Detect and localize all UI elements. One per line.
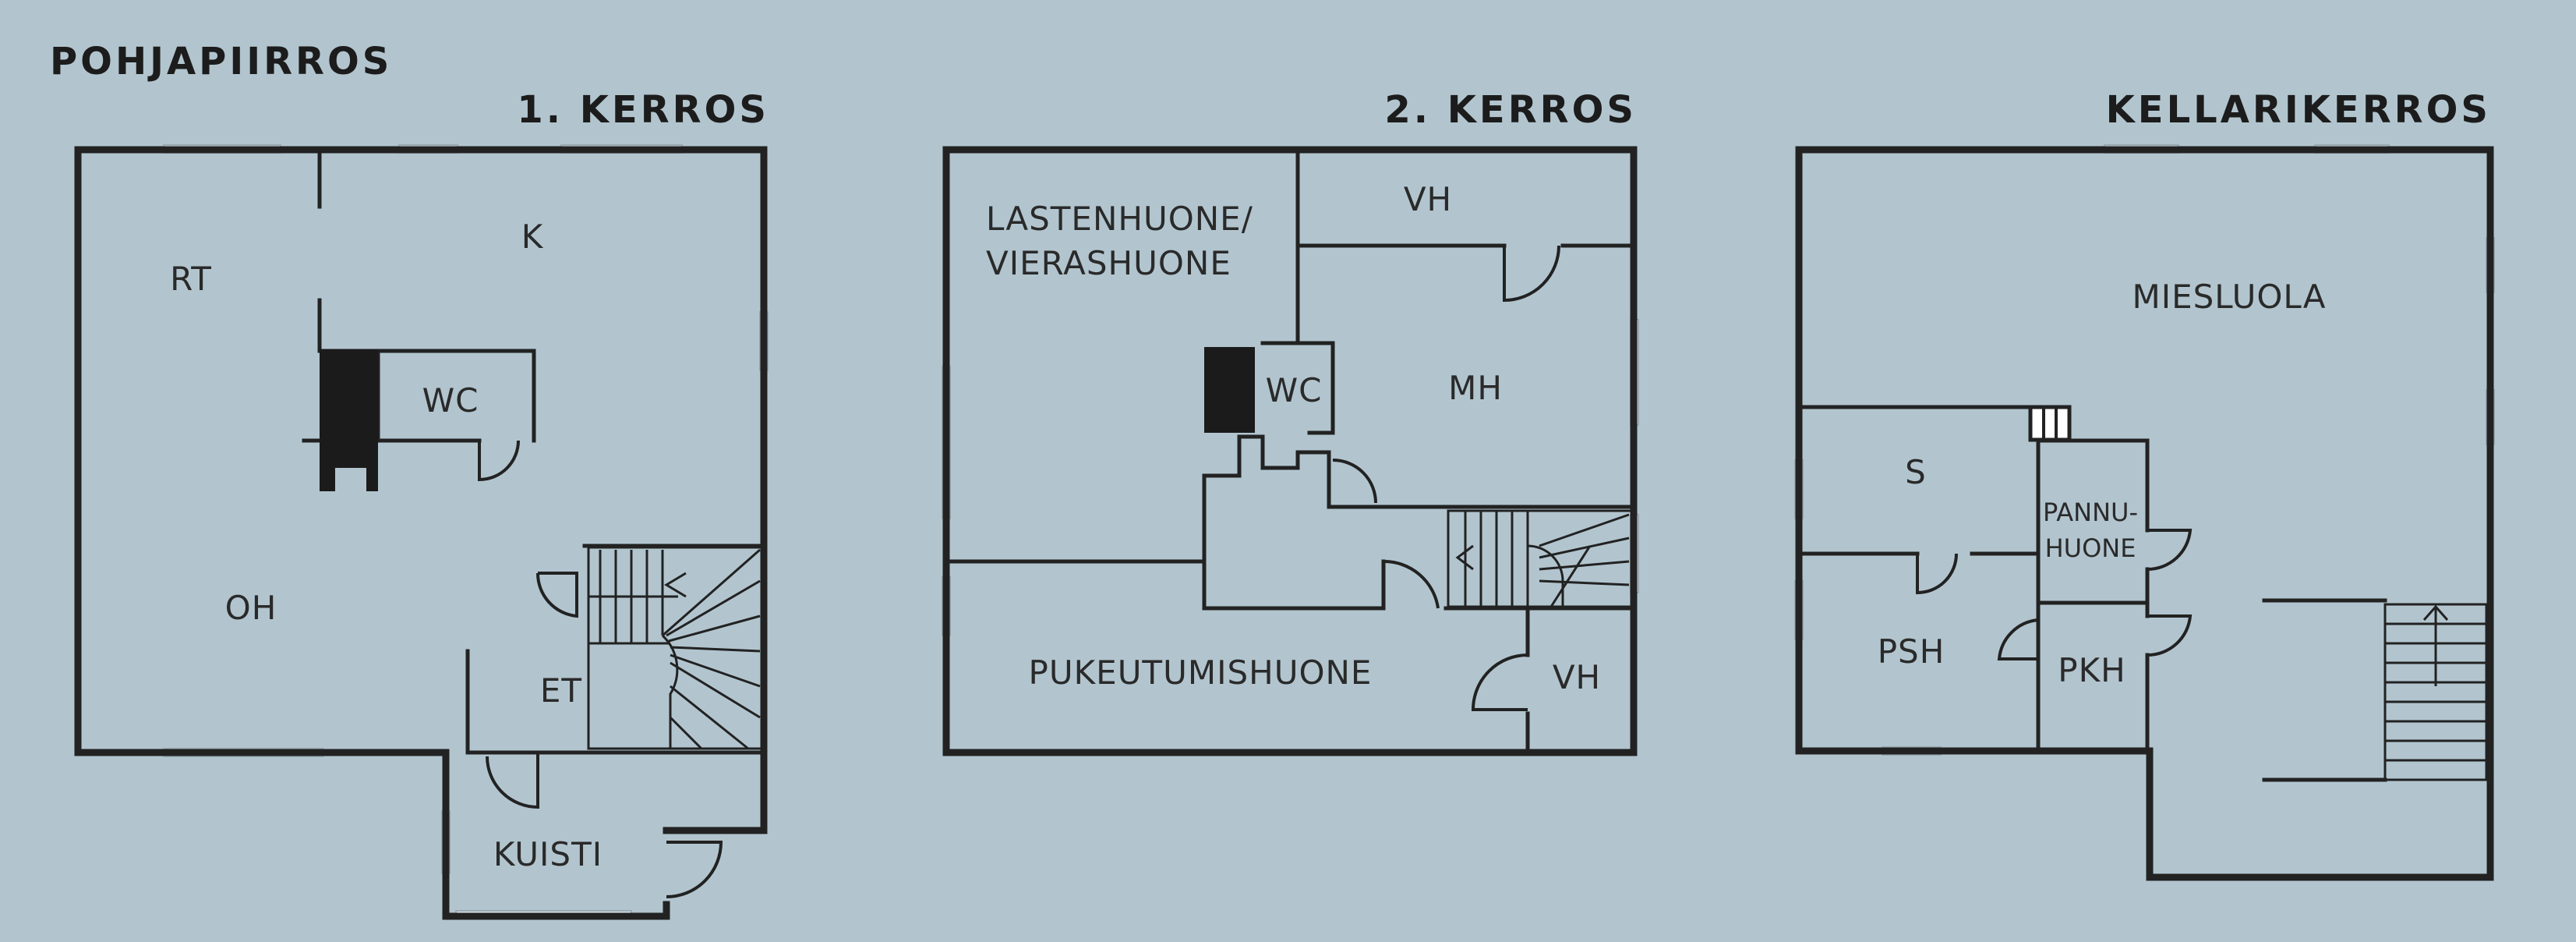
floor-label-1: 1. KERROS (517, 88, 769, 132)
room-label-oh: OH (225, 589, 277, 627)
stair-wall (2262, 598, 2387, 782)
page-title: POHJAPIIRROS (50, 40, 392, 83)
room-label-vh: VH (1404, 180, 1452, 218)
exterior-wall (1795, 146, 2494, 881)
interior-wall (944, 434, 1331, 564)
chimney (320, 349, 378, 491)
room-label-lastenhuone: LASTENHUONE/ (986, 200, 1253, 238)
interior-wall (1202, 559, 1386, 611)
floor-plan-2nd-floor: 2. KERROS (942, 88, 1639, 756)
vent-block (2028, 405, 2072, 442)
room-label-vierashuone: VIERASHUONE (986, 244, 1231, 282)
exterior-wall (74, 146, 768, 834)
exterior-wall (942, 146, 1638, 756)
room-label-wc: WC (1266, 371, 1323, 409)
interior-wall (1797, 551, 2150, 605)
room-label-pannu: PANNU- (2043, 498, 2138, 527)
door-swing (1916, 553, 1958, 595)
door-swing (1997, 618, 2039, 660)
room-label-kuisti: KUISTI (493, 835, 602, 873)
room-label-mh: MH (1448, 369, 1503, 407)
exterior-wall (74, 146, 450, 756)
room-label-et: ET (540, 671, 582, 710)
floor-plan-basement: KELLARIKERROS (1794, 88, 2495, 881)
door-swing (2147, 529, 2193, 572)
door-swing (1503, 245, 1560, 303)
door-swing (486, 753, 539, 809)
room-label-huone: HUONE (2045, 533, 2136, 563)
staircase (587, 546, 763, 750)
floor-label-2: 2. KERROS (1384, 88, 1637, 132)
staircase (2383, 603, 2488, 781)
room-label-wc: WC (422, 381, 479, 420)
pannuhuone-wall (2036, 438, 2150, 753)
wc-wall (1295, 341, 1335, 435)
room-label-rt: RT (170, 260, 212, 298)
hall-wall (465, 649, 766, 755)
room-label-vh-2: VH (1553, 658, 1601, 696)
exterior-wall (442, 749, 670, 920)
door-swing (666, 841, 723, 898)
floor-label-basement: KELLARIKERROS (2106, 88, 2491, 132)
door-swing (478, 440, 520, 482)
room-label-pkh: PKH (2058, 651, 2125, 689)
room-label-miesluola: MIESLUOLA (2132, 278, 2326, 316)
room-label-pukeutumishuone: PUKEUTUMISHUONE (1029, 653, 1373, 692)
room-label-psh: PSH (1878, 632, 1945, 671)
room-label-s: S (1905, 453, 1927, 491)
floor-plan-1st-floor: 1. KERROS (74, 88, 769, 920)
room-label-k: K (521, 218, 544, 256)
door-swing (535, 572, 578, 618)
door-swing (2147, 614, 2193, 657)
staircase (1447, 509, 1633, 608)
chimney (1204, 347, 1255, 433)
door-swing (1471, 653, 1528, 711)
interior-wall (1443, 606, 1636, 755)
wc-wall (317, 298, 536, 443)
door-swing (1383, 559, 1440, 609)
door-swing (1332, 459, 1377, 504)
